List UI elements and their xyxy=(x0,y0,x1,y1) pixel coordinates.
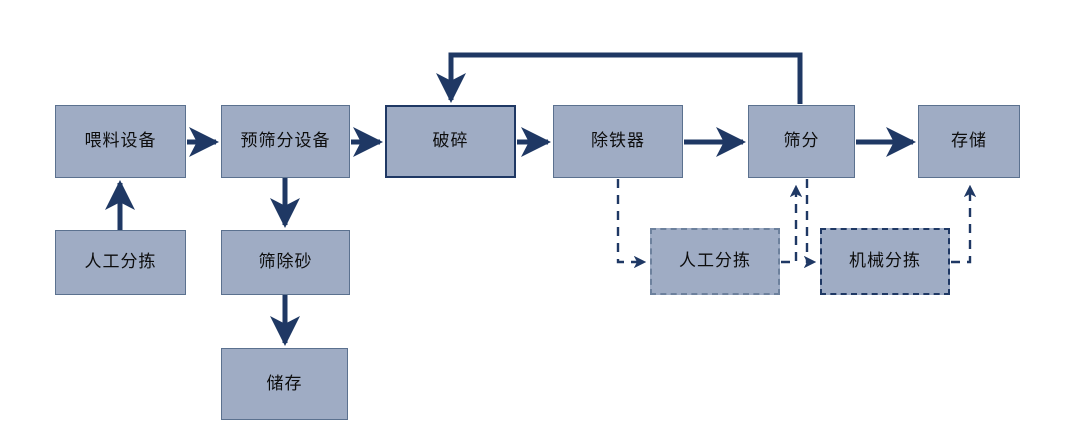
node-feeding[interactable]: 喂料设备 xyxy=(55,105,186,178)
node-screening-label: 筛分 xyxy=(783,131,820,151)
node-storage-sand-label: 储存 xyxy=(266,373,303,393)
edge-mechanical-to-storage xyxy=(951,184,977,264)
node-iron-remover[interactable]: 除铁器 xyxy=(553,105,683,178)
node-mechanical-sorting[interactable]: 机械分拣 xyxy=(820,228,950,295)
edge-iron-to-manual-right xyxy=(616,179,647,269)
node-iron-remover-label: 除铁器 xyxy=(591,131,645,151)
node-storage-main[interactable]: 存储 xyxy=(918,105,1020,178)
edge-screening-to-mechanical xyxy=(803,179,817,269)
node-feeding-label: 喂料设备 xyxy=(84,131,157,151)
node-manual-sorting-right[interactable]: 人工分拣 xyxy=(650,228,780,295)
node-sand-removal-label: 筛除砂 xyxy=(258,252,313,272)
node-mechanical-sorting-label: 机械分拣 xyxy=(849,251,921,271)
node-manual-sorting-left-label: 人工分拣 xyxy=(84,252,157,272)
node-manual-sorting-right-label: 人工分拣 xyxy=(679,251,751,271)
node-pre-screening[interactable]: 预筛分设备 xyxy=(221,105,350,178)
node-manual-sorting-left[interactable]: 人工分拣 xyxy=(55,230,186,295)
edge-manual-right-to-screening xyxy=(781,184,803,264)
node-pre-screening-label: 预筛分设备 xyxy=(240,131,331,151)
node-screening[interactable]: 筛分 xyxy=(748,105,855,178)
node-sand-removal[interactable]: 筛除砂 xyxy=(221,230,350,295)
node-storage-sand[interactable]: 储存 xyxy=(221,348,348,420)
node-crushing-label: 破碎 xyxy=(432,131,469,151)
node-storage-main-label: 存储 xyxy=(951,131,987,151)
node-crushing[interactable]: 破碎 xyxy=(385,105,516,178)
edge-screening-recycle-to-crushing xyxy=(436,52,803,104)
